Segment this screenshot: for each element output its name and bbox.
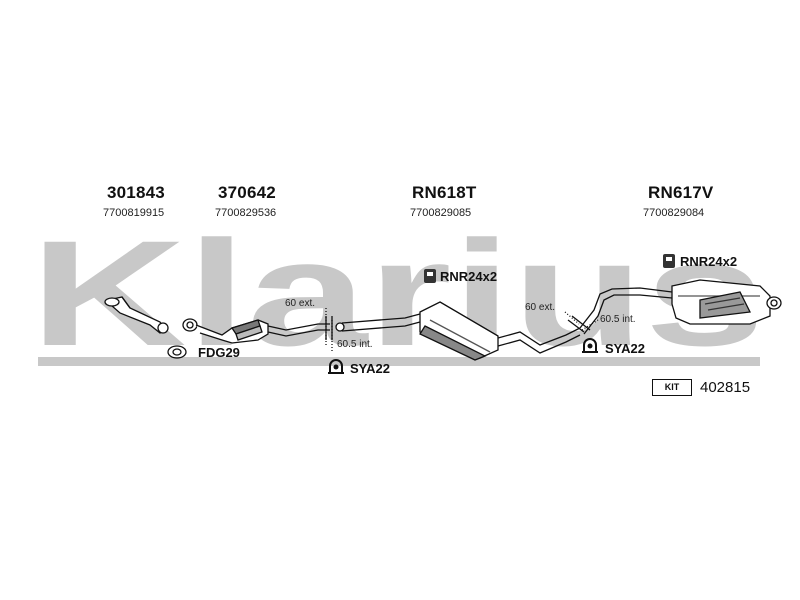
- oem-number: 7700829085: [410, 207, 472, 219]
- accessory-label: SYA22: [605, 341, 645, 356]
- dimension-label: 60 ext.: [285, 298, 316, 309]
- dimension-label: 60 ext.: [525, 302, 556, 313]
- accessory-label: RNR24x2: [680, 254, 738, 269]
- part-number: 370642: [218, 183, 276, 202]
- watermark-underline: [38, 357, 760, 366]
- rubber-mount-icon: [424, 269, 436, 283]
- accessory-label: RNR24x2: [440, 269, 498, 284]
- part-number: 301843: [107, 183, 165, 202]
- oem-number: 7700829536: [215, 207, 277, 219]
- part-number: RN618T: [412, 183, 477, 202]
- dimension-label: 60.5 int.: [337, 339, 373, 350]
- oem-number: 7700819915: [103, 207, 165, 219]
- oem-number: 7700829084: [643, 207, 705, 219]
- kit-number: 402815: [700, 379, 751, 396]
- watermark-logo: Klarius: [30, 209, 765, 377]
- rear-silencer-RN617V: [579, 279, 782, 335]
- part-number: RN617V: [648, 183, 714, 202]
- gasket-icon: [167, 345, 187, 359]
- watermark-text: Klarius: [30, 209, 765, 377]
- rubber-mount-icon: [663, 254, 675, 268]
- clamp-icon: [582, 338, 598, 353]
- accessory-label: SYA22: [350, 361, 390, 376]
- catalytic-converter-370642: [182, 318, 330, 344]
- joint-markers: [325, 308, 599, 352]
- centre-silencer-RN618T: [335, 301, 581, 361]
- dimension-label: 60.5 int.: [600, 314, 636, 325]
- downpipe-301843: [104, 296, 169, 334]
- clamp-icon: [328, 359, 344, 374]
- kit-badge: KIT: [652, 379, 692, 396]
- accessory-label: FDG29: [198, 345, 240, 360]
